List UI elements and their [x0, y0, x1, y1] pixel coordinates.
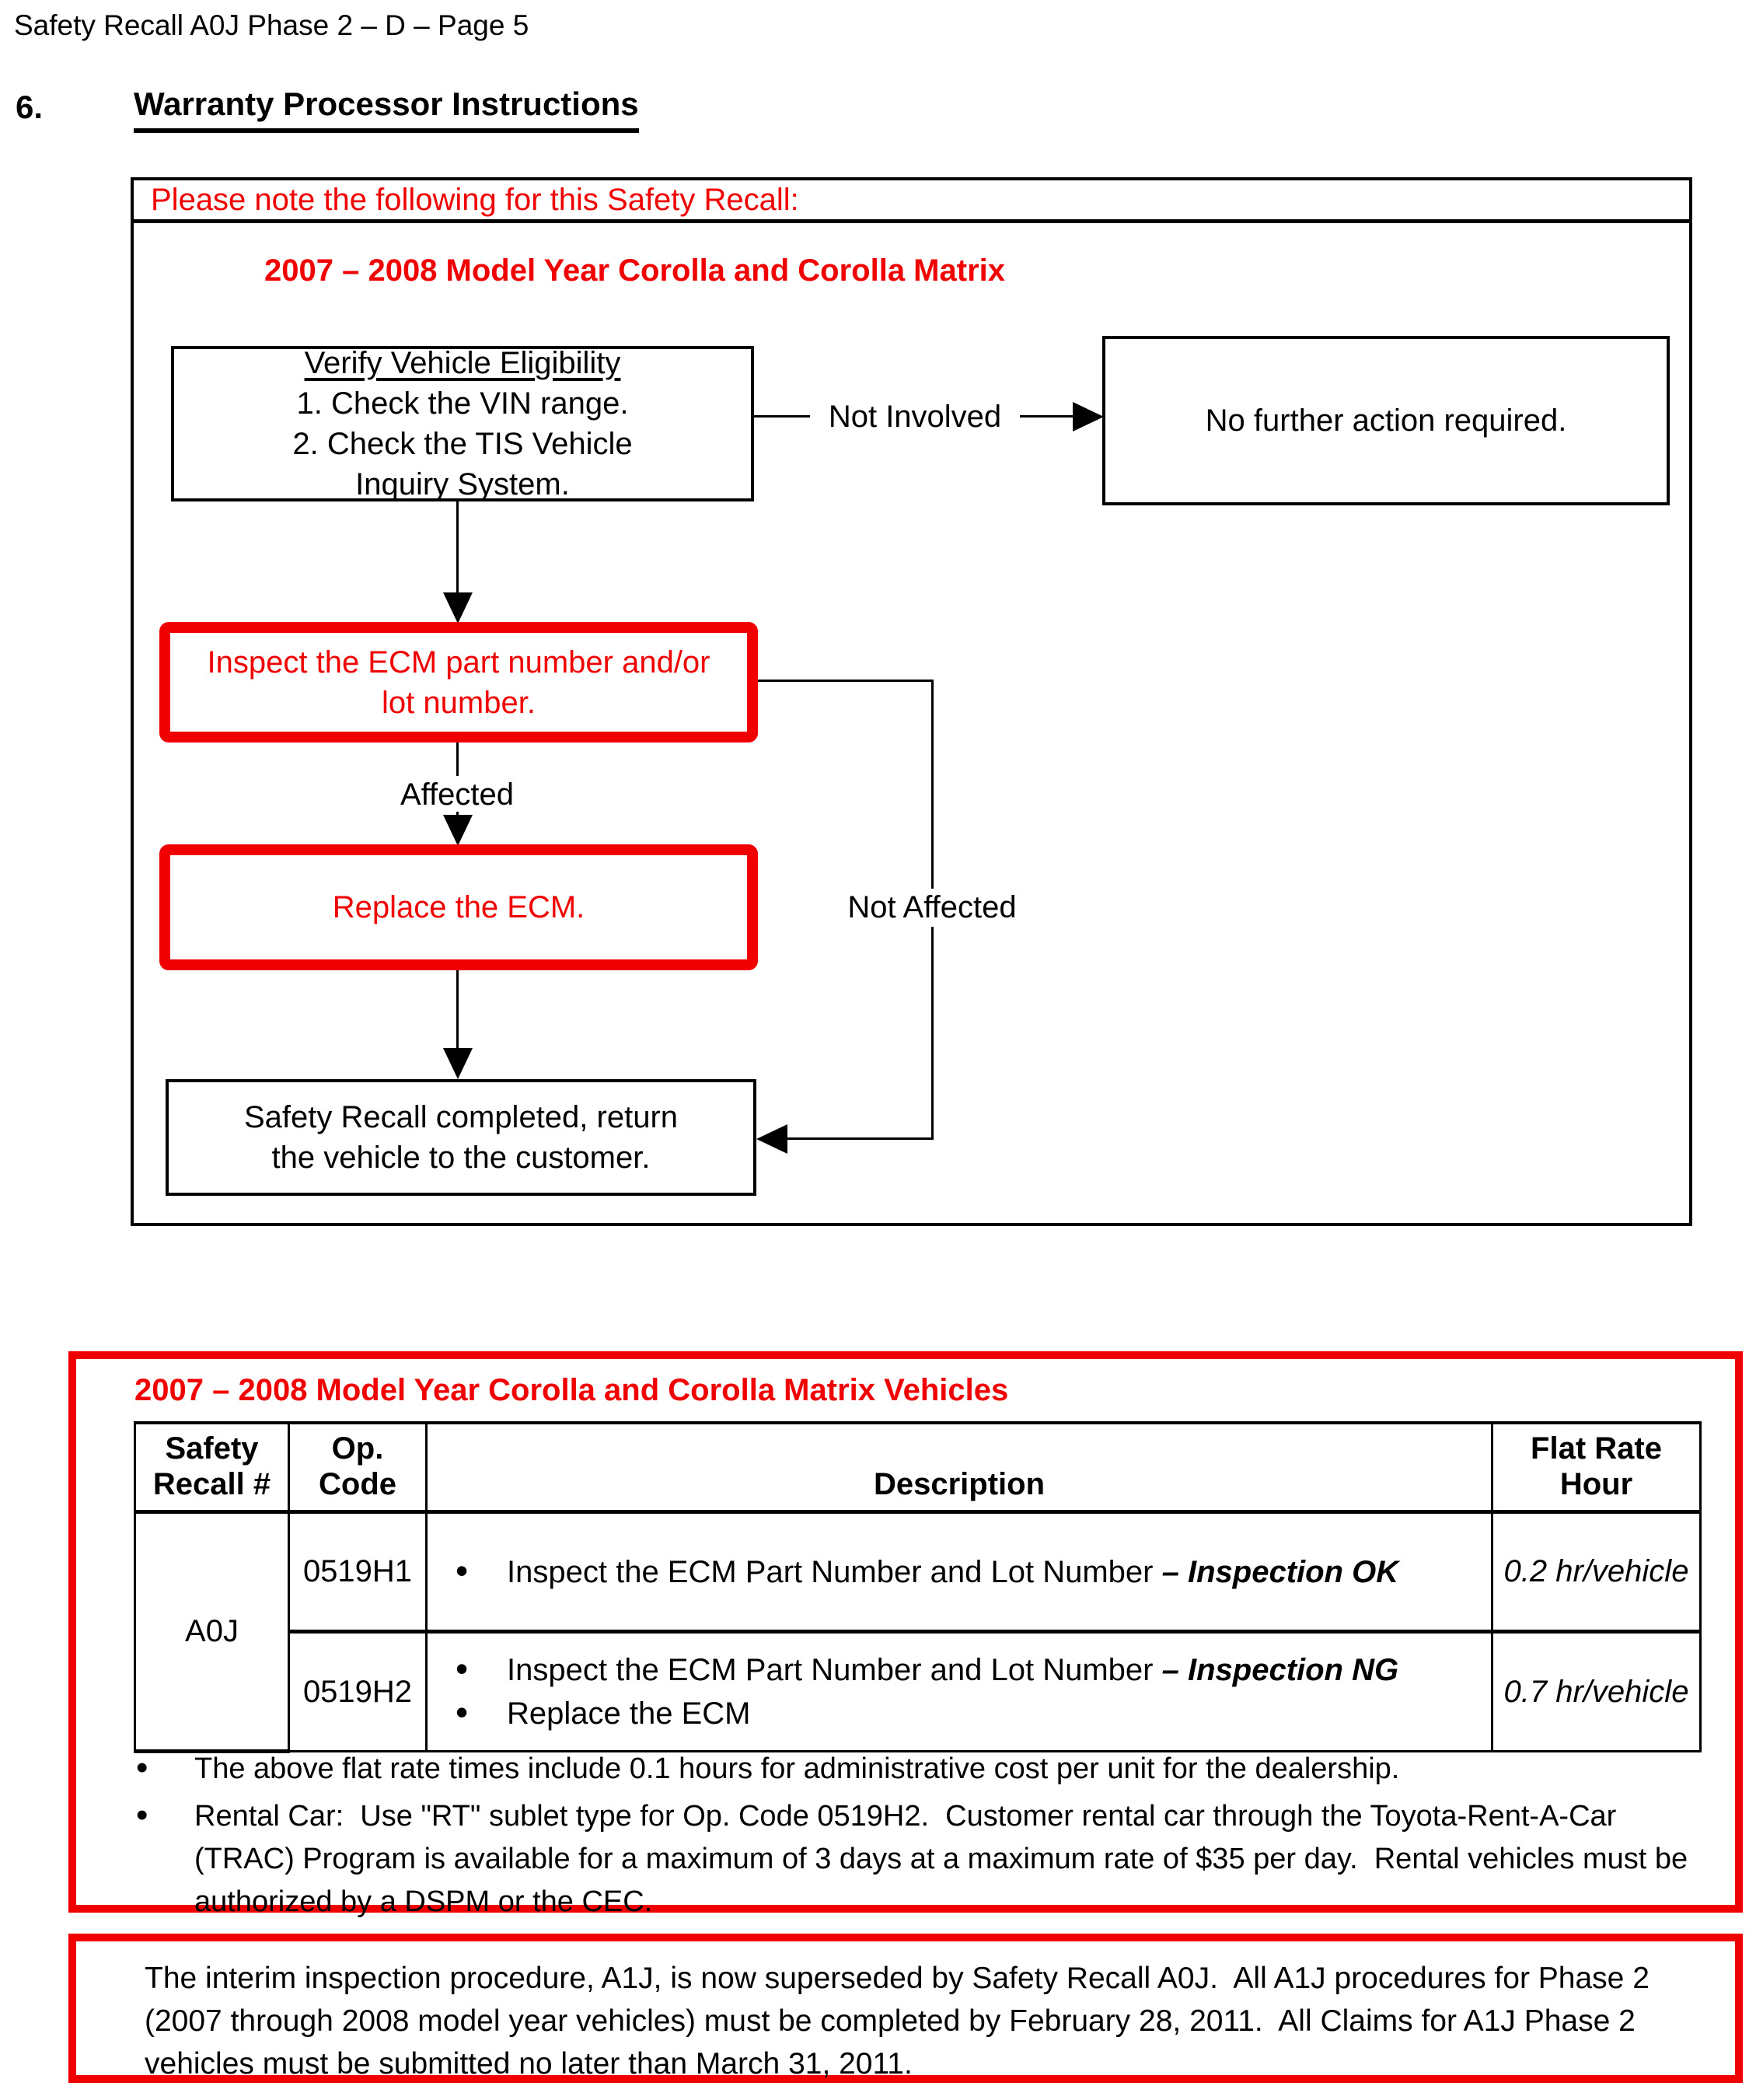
arrow-left-icon [756, 1124, 787, 1154]
connector-line-down-3 [456, 970, 459, 1053]
note-item: Rental Car: Use "RT" sublet type for Op.… [76, 1794, 1712, 1924]
warranty-section: 2007 – 2008 Model Year Corolla and Corol… [68, 1351, 1743, 1918]
arrow-down-icon-1 [443, 592, 473, 624]
interim-note-box: The interim inspection procedure, A1J, i… [68, 1934, 1743, 2083]
no-action-text: No further action required. [1205, 404, 1567, 438]
verify-step2-cont: Inquiry System. [355, 467, 570, 501]
replace-ecm-box: Replace the ECM. [159, 844, 758, 970]
cell-description-2: Inspect the ECM Part Number and Lot Numb… [425, 1630, 1493, 1752]
note-header-text: Please note the following for this Safet… [151, 182, 799, 217]
connector-line-not-affected-h [758, 680, 934, 682]
cell-op-code-2: 0519H2 [288, 1630, 428, 1752]
description-bullet: Inspect the ECM Part Number and Lot Numb… [435, 1649, 1483, 1689]
cell-op-code-1: 0519H1 [288, 1511, 428, 1634]
connector-line-affected-top [456, 743, 459, 777]
flowchart-subtitle: 2007 – 2008 Model Year Corolla and Corol… [264, 253, 1005, 288]
cell-recall-number: A0J [134, 1511, 290, 1753]
verify-title: Verify Vehicle Eligibility [304, 346, 621, 380]
op-code-table: Safety Recall # Op. Code Description Fla… [134, 1421, 1702, 1753]
header-op-line2: Code [319, 1467, 396, 1501]
bullet-text: Inspect the ECM Part Number and Lot Numb… [507, 1653, 1162, 1687]
section-number: 6. [16, 89, 44, 125]
recall-completed-box: Safety Recall completed, return the vehi… [166, 1079, 756, 1196]
header-rate-line2: Hour [1559, 1467, 1633, 1501]
affected-label: Affected [364, 776, 550, 814]
header-op-code: Op. Code [288, 1421, 428, 1514]
arrow-down-icon-3 [443, 1048, 473, 1079]
header-flat-rate: Flat Rate Hour [1491, 1421, 1702, 1514]
bullet-text: Replace the ECM [507, 1696, 751, 1731]
header-description: Description [425, 1421, 1493, 1514]
bullet-emphasis: – Inspection NG [1161, 1653, 1399, 1687]
no-action-box: No further action required. [1102, 336, 1670, 505]
warranty-notes: The above flat rate times include 0.1 ho… [76, 1746, 1712, 1928]
flowchart-frame: Please note the following for this Safet… [131, 177, 1692, 1226]
header-recall-line1: Safety [165, 1431, 259, 1466]
completed-line1: Safety Recall completed, return [243, 1100, 679, 1134]
connector-line-down-1 [456, 501, 459, 596]
cell-description-1: Inspect the ECM Part Number and Lot Numb… [425, 1511, 1493, 1634]
connector-line-return [786, 1137, 934, 1140]
not-involved-label: Not Involved [810, 398, 1020, 436]
warranty-title: 2007 – 2008 Model Year Corolla and Corol… [134, 1373, 1009, 1407]
bullet-text: Inspect the ECM Part Number and Lot Numb… [507, 1554, 1162, 1589]
header-rate-line1: Flat Rate [1531, 1431, 1662, 1466]
arrow-right-icon [1073, 402, 1104, 432]
description-bullet: Inspect the ECM Part Number and Lot Numb… [435, 1551, 1483, 1592]
section-title: Warranty Processor Instructions [134, 86, 639, 133]
description-bullet: Replace the ECM [435, 1693, 1483, 1733]
inspect-line2: lot number. [382, 685, 536, 720]
completed-line2: the vehicle to the customer. [271, 1141, 651, 1175]
verify-eligibility-box: Verify Vehicle Eligibility 1. Check the … [171, 346, 754, 501]
header-op-line1: Op. [331, 1431, 384, 1466]
inspect-line1: Inspect the ECM part number and/or [207, 645, 710, 680]
cell-flat-rate-1: 0.2 hr/vehicle [1491, 1511, 1702, 1634]
header-description-text: Description [873, 1467, 1046, 1501]
cell-flat-rate-2: 0.7 hr/vehicle [1491, 1630, 1702, 1752]
flowchart-note-strip: Please note the following for this Safet… [134, 180, 1689, 223]
bullet-emphasis: – Inspection OK [1161, 1554, 1399, 1589]
inspect-ecm-box: Inspect the ECM part number and/or lot n… [159, 622, 758, 743]
header-recall: Safety Recall # [134, 1421, 290, 1514]
not-affected-label: Not Affected [827, 889, 1037, 927]
page-header: Safety Recall A0J Phase 2 – D – Page 5 [14, 9, 529, 41]
interim-note-text: The interim inspection procedure, A1J, i… [145, 1962, 1658, 2081]
note-item: The above flat rate times include 0.1 ho… [76, 1746, 1712, 1791]
header-recall-line2: Recall # [152, 1467, 271, 1501]
verify-step2: 2. Check the TIS Vehicle [292, 427, 633, 461]
replace-text: Replace the ECM. [332, 890, 585, 924]
verify-step1: 1. Check the VIN range. [296, 386, 629, 421]
arrow-down-icon-2 [443, 815, 473, 846]
